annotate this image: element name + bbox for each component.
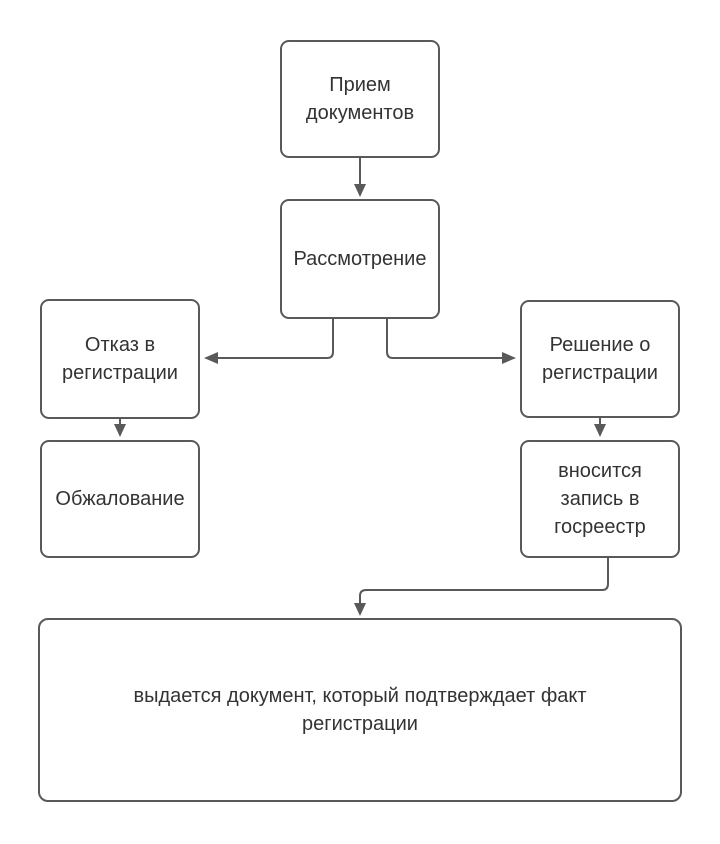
- node-label: Обжалование: [55, 488, 185, 510]
- node-label: вносится запись в госреестр: [554, 460, 646, 538]
- edge-priem-rassmotrenie: [354, 158, 366, 197]
- arrowhead-down-icon: [594, 424, 606, 437]
- arrowhead-down-icon: [354, 184, 366, 197]
- node-otkaz-v-registracii: Отказ в регистрации: [40, 299, 200, 419]
- node-label: Отказ в регистрации: [62, 334, 178, 384]
- node-vydacha-dokumenta: выдается документ, который подтверждает …: [38, 618, 682, 802]
- arrowhead-down-icon: [354, 603, 366, 616]
- node-zapis-v-gosreestr: вносится запись в госреестр: [520, 440, 680, 558]
- edge-reshenie-gosreestr: [594, 418, 606, 437]
- node-reshenie-o-registracii: Решение о регистрации: [520, 300, 680, 418]
- arrowhead-right-icon: [502, 352, 516, 364]
- edge-gosreestr-vydacha: [354, 558, 609, 616]
- node-priem-dokumentov: Прием документов: [280, 40, 440, 158]
- edge-rassmotrenie-reshenie: [386, 319, 516, 364]
- edge-otkaz-obzhalovanie: [114, 419, 126, 437]
- arrowhead-left-icon: [204, 352, 218, 364]
- arrowhead-down-icon: [114, 424, 126, 437]
- node-obzhalovanie: Обжалование: [40, 440, 200, 558]
- node-label: выдается документ, который подтверждает …: [133, 685, 587, 735]
- edge-rassmotrenie-otkaz: [204, 319, 334, 364]
- node-label: Рассмотрение: [293, 248, 427, 270]
- node-rassmotrenie: Рассмотрение: [280, 199, 440, 319]
- node-label: Прием документов: [305, 74, 415, 124]
- node-label: Решение о регистрации: [542, 334, 658, 384]
